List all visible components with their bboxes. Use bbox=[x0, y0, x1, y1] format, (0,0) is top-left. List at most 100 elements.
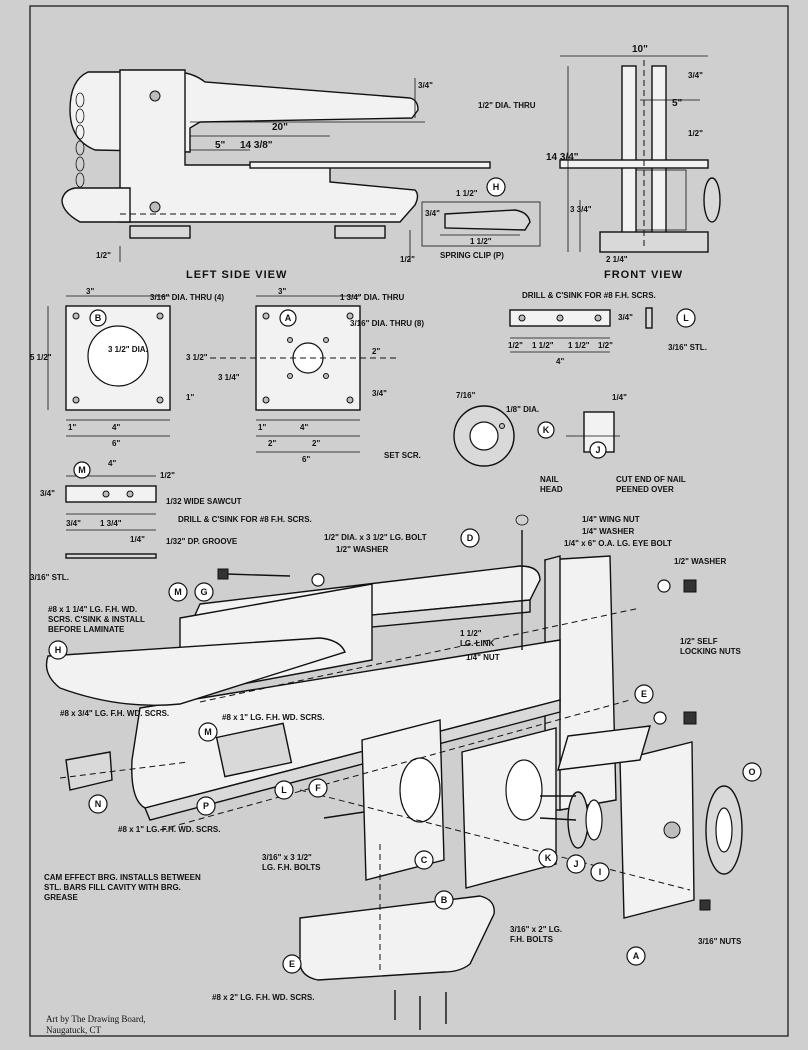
bar-m-len: 4" bbox=[108, 459, 116, 468]
art-credit: Art by The Drawing Board, Naugatuck, CT bbox=[46, 1014, 146, 1036]
callout-a-assembly: A bbox=[633, 951, 640, 961]
callout-m-lower: M bbox=[204, 727, 212, 737]
label-bolt: 1/2" DIA. x 3 1/2" LG. BOLT bbox=[324, 533, 427, 542]
bar-m-half: 1/2" bbox=[160, 471, 175, 480]
plate-a-hole-1-3-4: 1 3/4" DIA. THRU bbox=[340, 293, 404, 302]
bar-l-s2: 1 1/2" bbox=[532, 341, 554, 350]
label-washer-right: 1/2" WASHER bbox=[674, 557, 726, 566]
plate-a-w6: 6" bbox=[302, 455, 310, 464]
plate-b-w1: 1" bbox=[68, 423, 76, 432]
callout-f: F bbox=[315, 783, 321, 793]
callout-b-detail: B bbox=[95, 313, 102, 323]
plate-b-w3: 3" bbox=[86, 287, 94, 296]
callout-l-assembly: L bbox=[281, 785, 287, 795]
label-bolts-3-16-2: 3/16" x 2" LG.F.H. BOLTS bbox=[510, 925, 562, 944]
collar-dia: 1/8" DIA. bbox=[506, 405, 539, 414]
dim-20: 20" bbox=[272, 122, 288, 133]
plate-b-hole-note: 3/16" DIA. THRU (4) bbox=[150, 293, 224, 302]
bar-m-detail bbox=[65, 475, 157, 559]
credit-line-1: Art by The Drawing Board, bbox=[46, 1014, 146, 1024]
front-view-title: FRONT VIEW bbox=[604, 269, 683, 281]
dim-5: 5" bbox=[215, 140, 226, 151]
callout-d: D bbox=[467, 533, 474, 543]
plate-b-detail bbox=[47, 295, 171, 437]
callout-m-detail: M bbox=[78, 465, 86, 475]
spring-3-4: 3/4" bbox=[425, 209, 440, 218]
callout-a-detail: A bbox=[285, 313, 292, 323]
callout-m-assembly: M bbox=[174, 587, 182, 597]
callout-o: O bbox=[748, 767, 755, 777]
callout-e-lower: E bbox=[289, 959, 295, 969]
label-wing-nut: 1/4" WING NUT bbox=[582, 515, 640, 524]
label-nut-14: 1/4" NUT bbox=[466, 653, 500, 662]
label-bolts-3-16-3-1-2: 3/16" x 3 1/2"LG. F.H. BOLTS bbox=[262, 853, 321, 872]
bar-l-stl: 3/16" STL. bbox=[668, 343, 707, 352]
bar-l-s4: 1/2" bbox=[598, 341, 613, 350]
plate-a-w3: 3" bbox=[278, 287, 286, 296]
bar-l-detail bbox=[509, 307, 653, 353]
label-scr-8-1-14: #8 x 1 1/4" LG. F.H. WD.SCRS. C'SINK & I… bbox=[48, 605, 145, 634]
spring-clip-label: SPRING CLIP (P) bbox=[440, 251, 504, 260]
plate-a-h-3-1-4: 3 1/4" bbox=[218, 373, 240, 382]
collar-w: 7/16" bbox=[456, 391, 476, 400]
bar-m-d3: 1/4" bbox=[130, 535, 145, 544]
plate-a-w2b: 2" bbox=[312, 439, 320, 448]
collar-set-scr: SET SCR. bbox=[384, 451, 421, 460]
dim-1-2-front: 1/2" bbox=[688, 129, 703, 138]
label-eye-bolt: 1/4" x 6" O.A. LG. EYE BOLT bbox=[564, 539, 672, 548]
bar-m-d1: 3/4" bbox=[66, 519, 81, 528]
plate-b-h-3-1-2: 3 1/2" bbox=[186, 353, 208, 362]
callout-n: N bbox=[95, 799, 102, 809]
plate-a-h-2: 2" bbox=[372, 347, 380, 356]
callout-b-assembly: B bbox=[441, 895, 448, 905]
bar-m-stl: 3/16" STL. bbox=[30, 573, 69, 582]
callout-h-assembly: H bbox=[55, 645, 62, 655]
plate-a-w2a: 2" bbox=[268, 439, 276, 448]
plate-a-h-3-4: 3/4" bbox=[372, 389, 387, 398]
dim-1-2-h: 1 1/2" bbox=[456, 189, 478, 198]
bar-m-h: 3/4" bbox=[40, 489, 55, 498]
bar-l-h: 3/4" bbox=[618, 313, 633, 322]
label-scr-8-1a: #8 x 1" LG. F.H. WD. SCRS. bbox=[222, 713, 324, 722]
callout-e-upper: E bbox=[641, 689, 647, 699]
label-scr-8-3-4: #8 x 3/4" LG. F.H. WD. SCRS. bbox=[60, 709, 169, 718]
bar-l-s3: 1 1/2" bbox=[568, 341, 590, 350]
callout-k-assembly: K bbox=[545, 853, 552, 863]
callout-j-detail: J bbox=[595, 445, 600, 455]
label-scr-8-2: #8 x 2" LG. F.H. WD. SCRS. bbox=[212, 993, 314, 1002]
credit-line-2: Naugatuck, CT bbox=[46, 1025, 101, 1035]
label-scr-8-1b: #8 x 1" LG. F.H. WD. SCRS. bbox=[118, 825, 220, 834]
bar-m-sawcut: 1/32 WIDE SAWCUT bbox=[166, 497, 242, 506]
plate-a-hole-3-16: 3/16" DIA. THRU (8) bbox=[350, 319, 424, 328]
callout-c: C bbox=[421, 855, 428, 865]
plate-b-dia: 3 1/2" DIA. bbox=[108, 345, 148, 354]
plate-a-w4: 4" bbox=[300, 423, 308, 432]
callout-k-detail: K bbox=[543, 425, 550, 435]
plate-a-detail bbox=[210, 295, 400, 453]
bar-m-groove: 1/32" DP. GROOVE bbox=[166, 537, 238, 546]
dim-half-mid: 1/2" bbox=[400, 255, 415, 264]
callout-h-top: H bbox=[493, 182, 500, 192]
bar-m-drill: DRILL & C'SINK FOR #8 F.H. SCRS. bbox=[178, 515, 312, 524]
plate-a-w1: 1" bbox=[258, 423, 266, 432]
plate-b-h-5-1-2: 5 1/2" bbox=[30, 353, 52, 362]
dim-2-1-4: 2 1/4" bbox=[606, 255, 628, 264]
callout-l-detail: L bbox=[683, 313, 689, 323]
exploded-assembly bbox=[45, 514, 743, 1030]
plate-b-w6: 6" bbox=[112, 439, 120, 448]
label-link: 1 1/2"LG. LINK bbox=[460, 629, 494, 648]
dim-14-3-8: 14 3/8" bbox=[240, 140, 273, 151]
left-side-view bbox=[61, 69, 541, 262]
front-view bbox=[559, 55, 721, 253]
bar-l-len: 4" bbox=[556, 357, 564, 366]
dim-half-left: 1/2" bbox=[96, 251, 111, 260]
label-washer-14: 1/4" WASHER bbox=[582, 527, 634, 536]
label-nuts-3-16: 3/16" NUTS bbox=[698, 937, 742, 946]
callout-g: G bbox=[200, 587, 207, 597]
dim-3-3-4: 3 3/4" bbox=[570, 205, 592, 214]
